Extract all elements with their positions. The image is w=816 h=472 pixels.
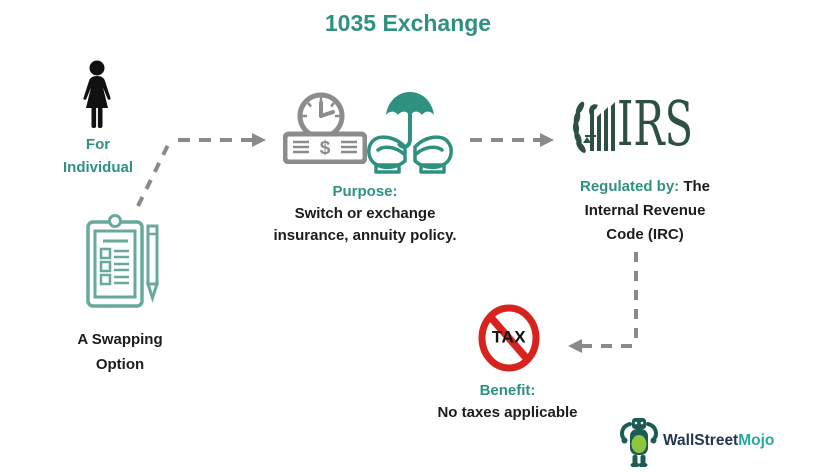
irs-eagle-emblem-icon xyxy=(572,101,615,153)
benefit-label: Benefit: No taxes applicable xyxy=(425,380,590,424)
swapping-option-line2: Option xyxy=(95,356,145,373)
brand-part1: WallStreet xyxy=(663,432,739,449)
irs-wordmark-text: IRS xyxy=(617,94,693,156)
banknote-clock-icon: $ xyxy=(283,92,367,164)
irs-wordmark: IRS xyxy=(617,94,693,156)
arrowhead-to-irs xyxy=(540,133,554,147)
regulated-by-line2: Internal Revenue xyxy=(584,202,706,219)
brand-part2: Mojo xyxy=(738,432,775,449)
wallstreetmojo-bull-icon xyxy=(620,418,658,467)
regulated-by-heading: Regulated by: xyxy=(579,178,680,195)
regulated-by-label: Regulated by: The Internal Revenue Code … xyxy=(547,175,743,247)
tax-sign-text: TAX xyxy=(491,327,527,347)
brand-wordmark: WallStreetMojo xyxy=(663,432,774,450)
prohibition-slash xyxy=(487,314,531,363)
regulated-by-suffix: The xyxy=(679,178,711,195)
purpose-label: Purpose: Switch or exchange insurance, a… xyxy=(250,181,480,247)
purpose-heading: Purpose: xyxy=(332,183,398,200)
dollar-glyph: $ xyxy=(320,138,331,159)
arrowhead-to-benefit xyxy=(568,339,582,353)
purpose-line2: insurance, annuity policy. xyxy=(273,227,457,244)
no-tax-prohibition-icon: TAX xyxy=(477,304,541,372)
swapping-option-line1: A Swapping xyxy=(77,331,163,348)
swapping-option-label: A Swapping Option xyxy=(50,327,190,377)
page-title: 1035 Exchange xyxy=(324,10,492,36)
hands-holding-umbrella-icon xyxy=(367,92,453,174)
purpose-line1: Switch or exchange xyxy=(294,205,436,222)
benefit-line: No taxes applicable xyxy=(437,404,578,421)
regulated-by-line1: Regulated by: The xyxy=(547,175,743,199)
individual-label-line2: Individual xyxy=(62,159,133,176)
prohibition-circle xyxy=(478,304,540,372)
arrowhead-to-purpose xyxy=(252,133,266,147)
checklist-clipboard-icon xyxy=(86,214,160,308)
benefit-heading: Benefit: xyxy=(479,382,536,399)
regulated-by-line3: Code (IRC) xyxy=(606,226,684,243)
individual-label-line1: For xyxy=(85,136,111,153)
woman-silhouette-icon xyxy=(83,60,111,128)
individual-label: For Individual xyxy=(42,133,154,179)
